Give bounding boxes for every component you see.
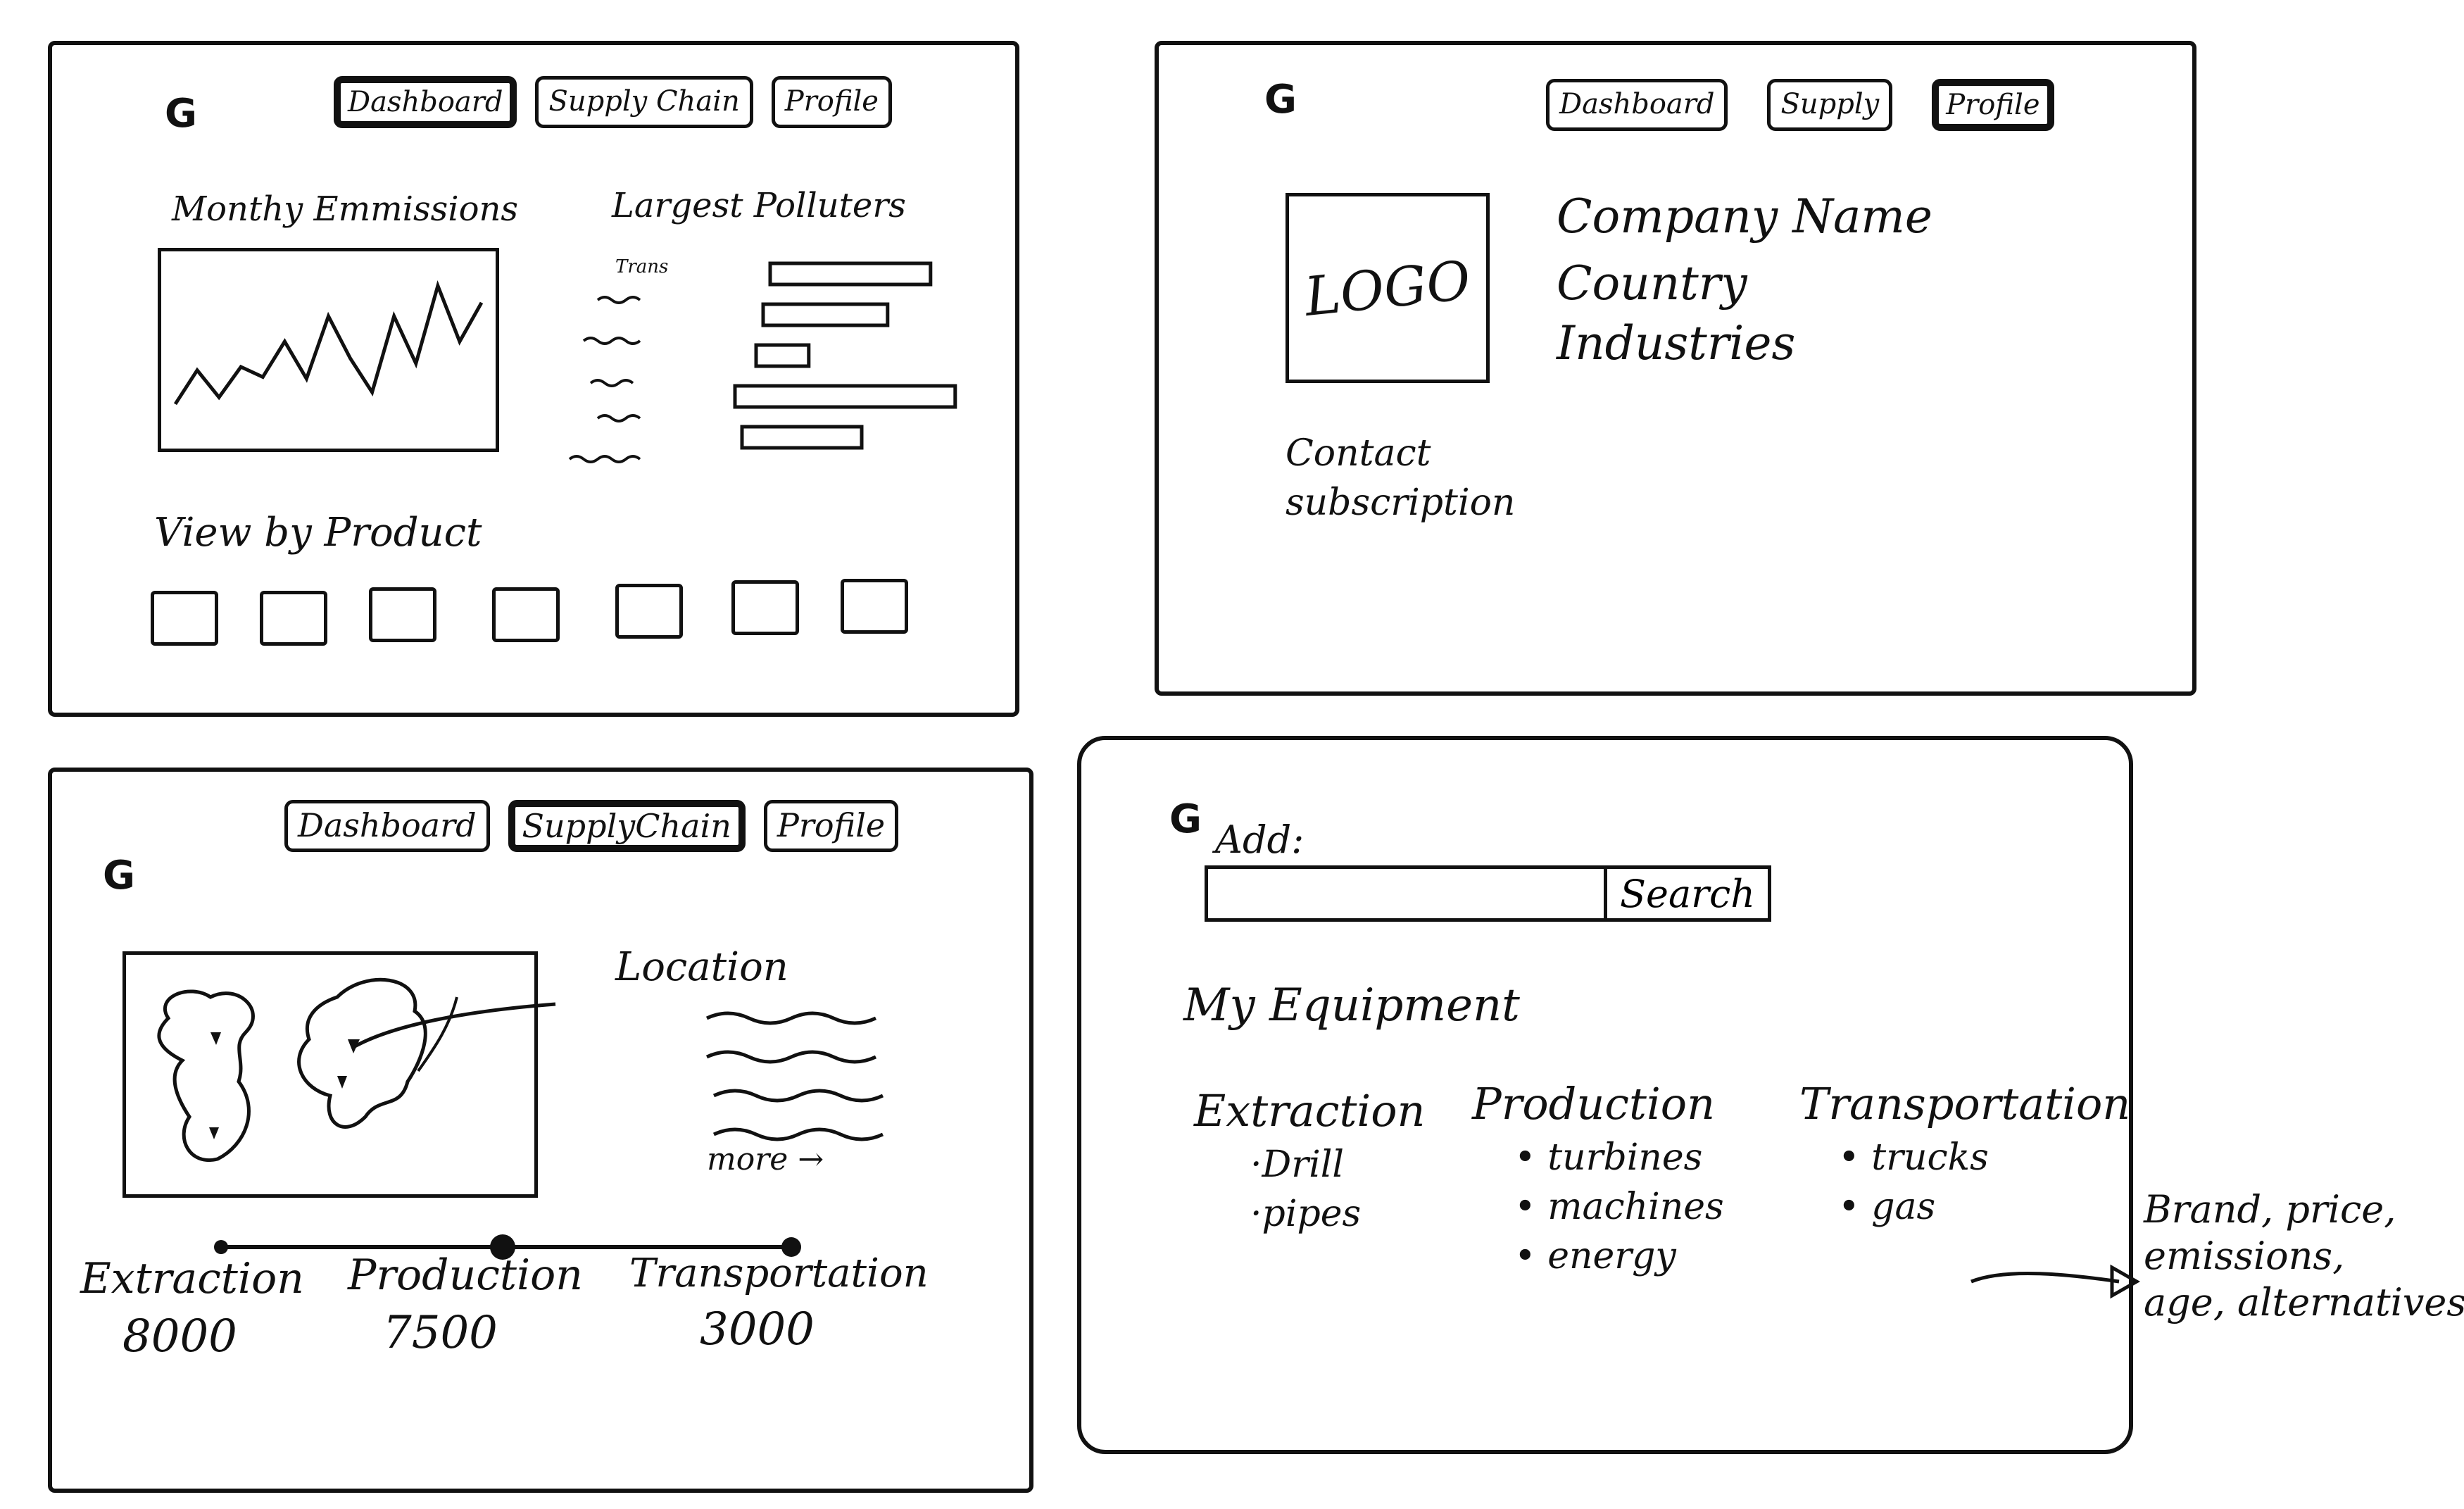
note-line-2: emissions, xyxy=(2144,1234,2345,1278)
brand-logo[interactable]: G xyxy=(103,853,135,898)
location-marker xyxy=(210,1032,221,1045)
location-marker xyxy=(337,1076,347,1089)
equipment-column-transportation: Transportation • trucks • gas xyxy=(1799,1078,2130,1228)
equipment-item[interactable]: • gas xyxy=(1838,1186,1936,1228)
search-button[interactable]: Search xyxy=(1604,869,1768,918)
note-line-1: Brand, price, xyxy=(2144,1187,2396,1232)
subscription-link[interactable]: subscription xyxy=(1286,482,1516,524)
product-tile-4[interactable] xyxy=(492,587,560,642)
column-title: Transportation xyxy=(1799,1078,2131,1129)
equipment-item[interactable]: ·pipes xyxy=(1250,1193,1362,1235)
tab-supply-chain[interactable]: SupplyChain xyxy=(508,800,746,852)
stage-transportation-label[interactable]: Transportation xyxy=(629,1251,929,1296)
tab-profile[interactable]: Profile xyxy=(763,800,899,852)
company-name: Company Name xyxy=(1557,189,1932,244)
company-industries: Industries xyxy=(1557,316,1796,370)
emissions-line-chart xyxy=(173,280,484,406)
equipment-item[interactable]: • turbines xyxy=(1514,1137,1703,1179)
polluter-bar xyxy=(768,261,933,287)
tab-profile[interactable]: Profile xyxy=(771,76,892,128)
supply-chain-panel: G Dashboard SupplyChain Profile Location… xyxy=(48,768,1033,1493)
equipment-item[interactable]: • energy xyxy=(1514,1235,1676,1277)
dashboard-nav: Dashboard Supply Chain Profile xyxy=(334,76,892,128)
product-tile-6[interactable] xyxy=(731,580,799,635)
tab-dashboard[interactable]: Dashboard xyxy=(284,800,490,852)
location-label: Location xyxy=(615,944,788,990)
product-tile-3[interactable] xyxy=(369,587,436,642)
location-marker xyxy=(348,1039,360,1053)
equipment-item[interactable]: ·Drill xyxy=(1250,1144,1344,1186)
column-title: Extraction xyxy=(1194,1085,1426,1137)
polluter-bar xyxy=(761,302,890,327)
logo-placeholder-text: LOGO xyxy=(1302,248,1473,328)
brand-logo[interactable]: G xyxy=(1169,796,1202,842)
view-by-product-title: View by Product xyxy=(154,510,482,556)
monthly-emissions-chart[interactable] xyxy=(158,248,499,452)
polluter-label-1: Trans xyxy=(615,256,669,277)
equipment-column-production: Production • turbines • machines • energ… xyxy=(1472,1078,1724,1277)
stage-extraction-label[interactable]: Extraction xyxy=(80,1254,304,1303)
tab-dashboard[interactable]: Dashboard xyxy=(1546,79,1728,131)
product-tile-1[interactable] xyxy=(151,591,218,646)
equipment-search-bar: Search xyxy=(1205,865,1771,922)
emissions-line xyxy=(173,280,484,406)
note-line-3: age, alternatives xyxy=(2144,1280,2464,1325)
equipment-search-input[interactable] xyxy=(1208,869,1604,918)
contact-link[interactable]: Contact xyxy=(1286,432,1431,475)
location-marker xyxy=(209,1127,219,1139)
more-link[interactable]: more → xyxy=(707,1141,824,1177)
timeline-node-transportation xyxy=(781,1237,801,1257)
stage-transportation-value: 3000 xyxy=(700,1303,815,1355)
location-list-scribbles xyxy=(705,1011,884,1141)
product-tile-7[interactable] xyxy=(841,579,908,634)
product-tile-2[interactable] xyxy=(260,591,327,646)
polluter-bar xyxy=(740,425,864,450)
annotation-arrow-icon xyxy=(1970,1264,2141,1299)
largest-polluters-title: Largest Polluters xyxy=(612,186,906,225)
profile-panel: G Dashboard Supply Profile LOGO Company … xyxy=(1155,41,2196,696)
polluter-bar xyxy=(733,384,957,409)
equipment-item[interactable]: • machines xyxy=(1514,1186,1724,1228)
company-logo-placeholder[interactable]: LOGO xyxy=(1286,193,1490,383)
tab-dashboard[interactable]: Dashboard xyxy=(334,76,517,128)
stage-production-value: 7500 xyxy=(383,1307,498,1359)
tab-profile[interactable]: Profile xyxy=(1932,79,2054,131)
equipment-item[interactable]: • trucks xyxy=(1838,1137,1989,1179)
timeline-node-production xyxy=(490,1234,515,1260)
dashboard-panel: G Dashboard Supply Chain Profile Monthy … xyxy=(48,41,1019,717)
timeline-node-extraction xyxy=(214,1240,228,1254)
company-country: Country xyxy=(1557,256,1747,311)
supply-chain-timeline xyxy=(214,1234,801,1260)
polluter-bar xyxy=(754,343,811,368)
tab-supply[interactable]: Supply xyxy=(1767,79,1893,131)
stage-production-label[interactable]: Production xyxy=(348,1251,583,1300)
column-title: Production xyxy=(1472,1078,1716,1129)
monthly-emissions-title: Monthy Emmissions xyxy=(172,189,519,229)
supply-chain-nav: Dashboard SupplyChain Profile xyxy=(284,800,899,852)
profile-nav: Dashboard Supply Profile xyxy=(1546,79,2054,131)
brand-logo[interactable]: G xyxy=(165,91,197,137)
tab-supply-chain[interactable]: Supply Chain xyxy=(535,76,753,128)
world-map-sketch xyxy=(157,977,556,1162)
equipment-column-extraction: Extraction ·Drill ·pipes xyxy=(1194,1085,1425,1235)
my-equipment-title: My Equipment xyxy=(1183,979,1520,1032)
add-label: Add: xyxy=(1215,818,1305,862)
equipment-detail-note: Brand, price, emissions, age, alternativ… xyxy=(2144,1186,2464,1326)
product-tile-5[interactable] xyxy=(615,584,683,639)
stage-extraction-value: 8000 xyxy=(122,1310,237,1363)
largest-polluters-bars xyxy=(733,261,957,450)
brand-logo[interactable]: G xyxy=(1264,77,1297,123)
equipment-panel: G Add: Search My Equipment Extraction ·D… xyxy=(1077,736,2133,1454)
polluter-row-scribbles xyxy=(568,296,641,463)
supply-map[interactable] xyxy=(122,951,556,1198)
